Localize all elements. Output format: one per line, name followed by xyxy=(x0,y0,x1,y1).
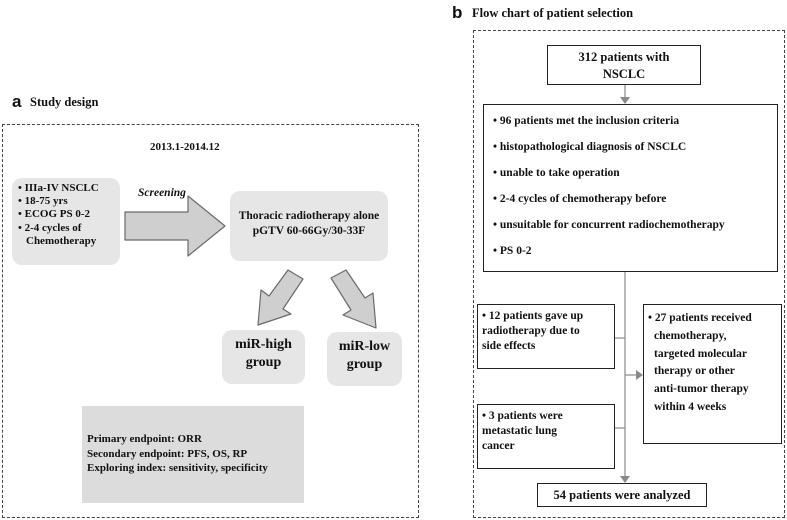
inclusion-item: • 2-4 cycles of chemotherapy before xyxy=(493,193,667,205)
arrow-down-icon xyxy=(620,476,630,483)
excluded-other-therapy-box: • 27 patients received chemotherapy, tar… xyxy=(643,304,782,444)
inclusion-item: • unable to take operation xyxy=(493,167,620,179)
criteria-item: 2-4 cycles of xyxy=(24,221,82,234)
mir-low-line: miR-low xyxy=(338,339,391,354)
excluded-line: within 4 weeks xyxy=(654,401,727,414)
arrow-down-icon xyxy=(620,97,630,104)
excluded-line: • 3 patients were xyxy=(482,410,563,422)
excluded-line: therapy or other xyxy=(654,365,735,378)
mir-low-group-box: miR-low group xyxy=(327,332,402,386)
arrow-right-icon xyxy=(636,370,643,380)
mir-high-line: group xyxy=(245,354,282,370)
start-line: NSCLC xyxy=(602,66,646,81)
treatment-line: Thoracic radiotherapy alone xyxy=(238,210,380,222)
excluded-line: anti-tumor therapy xyxy=(654,383,749,396)
inclusion-item: • histopathological diagnosis of NSCLC xyxy=(493,141,687,153)
inclusion-criteria-box: • 96 patients met the inclusion criteria… xyxy=(483,104,778,272)
endpoints-box: Primary endpoint: ORR Secondary endpoint… xyxy=(82,406,304,503)
panel-a-letter: a xyxy=(12,92,22,111)
criteria-item: ECOG PS 0-2 xyxy=(24,208,91,221)
criteria-item: IIIa-IV NSCLC xyxy=(24,182,99,194)
inclusion-item: • unsuitable for concurrent radiochemoth… xyxy=(493,219,725,231)
inclusion-item: • PS 0-2 xyxy=(493,245,532,257)
start-patients-box: 312 patients with NSCLC xyxy=(547,45,701,85)
final-line: 54 patients were analyzed xyxy=(553,488,691,502)
arrow-to-mir-high-icon xyxy=(257,269,304,326)
excluded-line: • 12 patients gave up xyxy=(482,310,584,322)
panel-b-letter: b xyxy=(452,3,463,22)
endpoint-line: Secondary endpoint: PFS, OS, RP xyxy=(87,447,248,460)
excluded-side-effects-box: • 12 patients gave up radiotherapy due t… xyxy=(477,304,615,369)
excluded-metastatic-box: • 3 patients were metastatic lung cancer xyxy=(477,404,615,469)
screening-arrow-icon xyxy=(124,195,226,257)
excluded-line: side effects xyxy=(482,340,536,353)
treatment-box: Thoracic radiotherapy alone pGTV 60-66Gy… xyxy=(230,191,388,261)
patient-selection-frame xyxy=(473,30,785,518)
study-period: 2013.1-2014.12 xyxy=(150,141,220,153)
panel-b-title: Flow chart of patient selection xyxy=(472,6,634,20)
excluded-line: • 27 patients received xyxy=(648,312,752,324)
screening-label: Screening xyxy=(138,187,186,199)
panel-a-title: Study design xyxy=(30,95,99,109)
study-design-frame xyxy=(2,124,419,518)
arrow-to-mir-low-icon xyxy=(330,269,377,329)
excluded-line: chemotherapy, xyxy=(654,329,727,342)
endpoint-line: Exploring index: sensitivity, specificit… xyxy=(87,462,268,475)
final-analyzed-box: 54 patients were analyzed xyxy=(537,483,707,507)
criteria-item: 18-75 yrs xyxy=(24,195,68,208)
treatment-line: pGTV 60-66Gy/30-33F xyxy=(252,225,366,238)
excluded-line: targeted molecular xyxy=(654,347,747,360)
excluded-line: cancer xyxy=(482,440,515,453)
mir-low-line: group xyxy=(346,356,383,372)
eligibility-criteria-box: • IIIa-IV NSCLC • 18-75 yrs • ECOG PS 0-… xyxy=(12,178,120,265)
start-line: 312 patients with xyxy=(578,50,670,64)
inclusion-item: • 96 patients met the inclusion criteria xyxy=(493,115,680,127)
excluded-line: radiotherapy due to xyxy=(482,325,580,338)
mir-high-line: miR-high xyxy=(235,337,292,352)
endpoint-line: Primary endpoint: ORR xyxy=(87,433,202,445)
mir-high-group-box: miR-high group xyxy=(222,330,305,384)
excluded-line: metastatic lung xyxy=(482,425,558,438)
criteria-item: Chemotherapy xyxy=(26,234,97,247)
